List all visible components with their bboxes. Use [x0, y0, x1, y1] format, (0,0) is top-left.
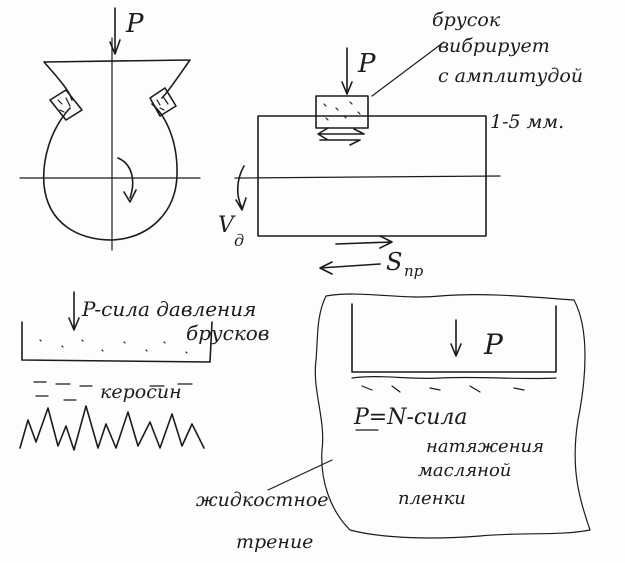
fig1-rotation-arrow [117, 157, 137, 203]
fig2-axis [234, 175, 501, 179]
fig2-bar [315, 95, 369, 129]
fig3-rough-surface [19, 405, 205, 451]
fig2-force-label: P [357, 49, 376, 79]
fig4-force-arrow [450, 319, 462, 357]
fig1-honing-head: P [19, 7, 201, 251]
fig2-feed-arrow-left [319, 261, 381, 275]
fig4-desc-line-1: натяжения [426, 436, 544, 457]
fig2-vibration-arrow [317, 127, 365, 146]
fig4-friction-line-1: жидкостное [196, 489, 329, 511]
fig1-right-bar [149, 87, 177, 117]
fig2-note-line-2: вибрирует [438, 35, 550, 57]
fig3-force-arrow [68, 291, 80, 331]
fig3-force-label: P-сила давления [81, 297, 256, 321]
fig3-kerosene-bath: P-сила давления брусков керосин [19, 291, 269, 451]
fig4-oil-film: P P=N-сила натяжения масляной пленки жид… [196, 293, 591, 553]
fig2-note-line-4: 1-5 мм. [490, 111, 564, 133]
fig4-desc-line-2: масляной [418, 460, 511, 481]
fig1-workpiece-circle [42, 103, 178, 241]
fig2-velocity-label: V [218, 213, 236, 238]
fig4-friction-line-2: трение [236, 531, 313, 553]
fig2-side-view: P брусок вибрирует с амплитудой 1-5 мм. … [218, 9, 589, 280]
fig4-blob-outline [314, 293, 591, 539]
fig1-force-arrow [109, 7, 121, 55]
fig1-left-bar [49, 89, 83, 121]
fig2-force-arrow [341, 47, 353, 95]
fig4-bar-outline [351, 303, 557, 373]
fig4-formula: P=N-сила [353, 405, 468, 430]
fig4-friction-leader [267, 459, 333, 491]
fig4-description: натяжения масляной пленки [398, 436, 550, 509]
fig2-feed-subscript: пр [404, 262, 424, 280]
fig1-force-label: P [125, 9, 144, 39]
fig2-feed-arrow-right [335, 235, 393, 249]
fig2-velocity-subscript: д [234, 231, 244, 250]
fig2-note-line-3: с амплитудой [438, 65, 583, 87]
fig2-velocity-arrow [235, 165, 247, 211]
fig3-force-label-2: брусков [186, 321, 269, 345]
fig3-liquid-label: керосин [100, 381, 182, 403]
fig3-vessel [21, 321, 213, 363]
fig1-shoe [43, 59, 191, 101]
fig2-note-leader [371, 41, 445, 97]
fig2-note: брусок вибрирует с амплитудой 1-5 мм. [432, 9, 589, 133]
fig4-desc-line-3: пленки [398, 488, 466, 509]
fig3-abrasive-dots [39, 339, 188, 354]
fig2-note-line-1: брусок [432, 9, 501, 31]
fig3-liquid-dashes [33, 381, 193, 401]
fig4-friction-label: жидкостное трение [196, 489, 335, 553]
fig4-film-layer [351, 376, 557, 393]
fig2-feed-label: S [386, 248, 402, 276]
fig4-force-label: P [483, 328, 504, 361]
